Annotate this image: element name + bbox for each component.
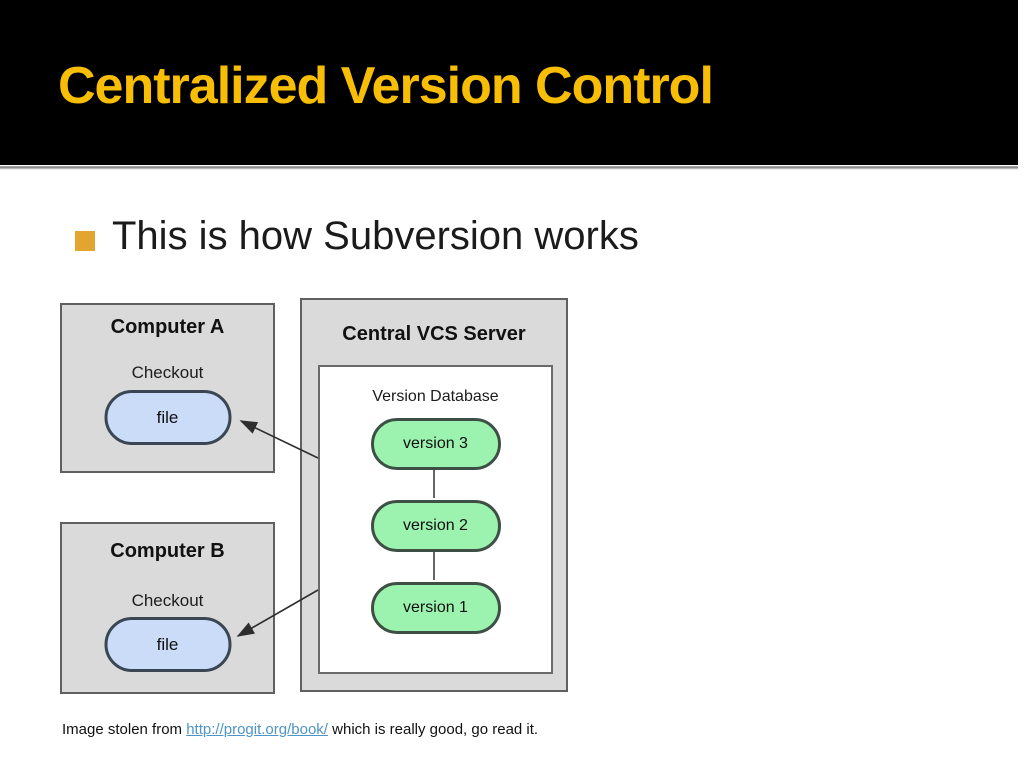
version-1-pill: version 1 (370, 582, 501, 634)
bullet-item: This is how Subversion works (75, 210, 639, 262)
footer-credit: Image stolen from http://progit.org/book… (62, 720, 538, 740)
version-database-box: Version Database version 3 version 2 ver… (318, 365, 553, 674)
version-database-title: Version Database (372, 388, 499, 405)
computer-a-checkout-label: Checkout (131, 363, 204, 382)
bullet-text: This is how Subversion works (112, 214, 639, 258)
computer-a-file-pill: file (104, 390, 231, 445)
central-vcs-server-title: Central VCS Server (342, 323, 526, 345)
version-3-pill: version 3 (370, 418, 501, 470)
footer-link[interactable]: http://progit.org/book/ (186, 721, 328, 738)
computer-b-box: Computer B Checkout file (60, 522, 275, 694)
computer-b-file-pill: file (104, 617, 231, 672)
slide-header: Centralized Version Control (0, 0, 1018, 165)
version-2-pill: version 2 (370, 500, 501, 552)
computer-a-box: Computer A Checkout file (60, 303, 275, 473)
bullet-marker (75, 231, 95, 251)
footer-suffix: which is really good, go read it. (327, 721, 539, 738)
header-divider (0, 165, 1018, 170)
footer-prefix: Image stolen from (62, 721, 187, 738)
central-vcs-server-box: Central VCS Server Version Database vers… (300, 298, 568, 692)
slide-title: Centralized Version Control (58, 56, 714, 115)
computer-b-title: Computer B (110, 540, 225, 562)
computer-b-checkout-label: Checkout (131, 591, 204, 610)
computer-a-title: Computer A (110, 316, 225, 338)
